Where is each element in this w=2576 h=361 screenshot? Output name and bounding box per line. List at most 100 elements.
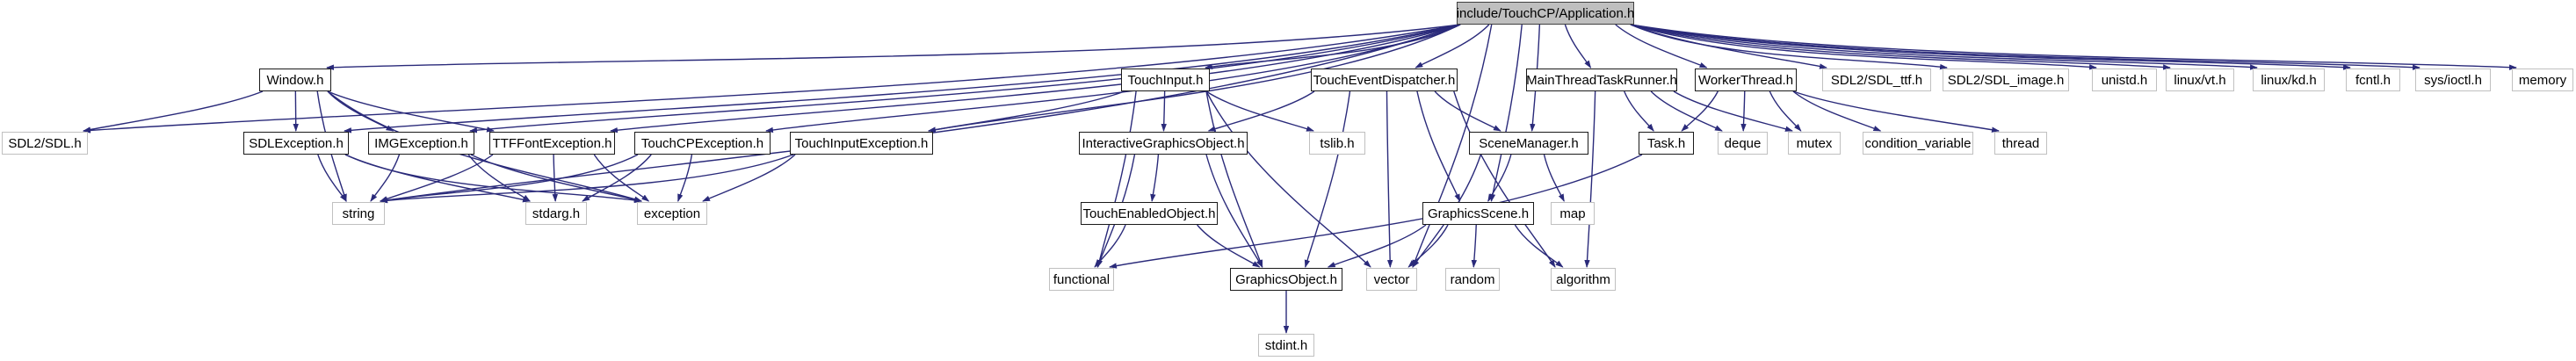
graph-edge-root-to-worker xyxy=(1615,24,1708,69)
graph-node-unistd[interactable]: unistd.h xyxy=(2092,69,2157,91)
graph-node-label: TouchCPException.h xyxy=(640,135,764,151)
graph-node-label: thread xyxy=(2001,135,2040,151)
graph-node-label: GraphicsScene.h xyxy=(1427,206,1530,221)
graph-edge-gscene-to-gobject xyxy=(1327,224,1427,268)
graph-edge-touchinput-to-igo xyxy=(1161,90,1167,132)
graph-edge-root-to-tinexc xyxy=(928,24,1461,133)
graph-node-label: GraphicsObject.h xyxy=(1235,271,1337,287)
graph-node-sdlexc[interactable]: SDLException.h xyxy=(243,132,349,155)
graph-edge-touchinput-to-gobject xyxy=(1205,90,1263,268)
graph-node-ted[interactable]: TouchEventDispatcher.h xyxy=(1311,69,1458,91)
graph-edge-window-to-string xyxy=(316,90,347,202)
graph-edge-sdlexc-to-string xyxy=(317,154,347,202)
graph-edge-mttr-to-algorithm xyxy=(1584,90,1596,268)
graph-node-fcntl[interactable]: fcntl.h xyxy=(2346,69,2400,91)
graph-node-label: SceneManager.h xyxy=(1479,135,1579,151)
graph-node-touchinput[interactable]: TouchInput.h xyxy=(1121,69,1210,91)
graph-node-tcpexc[interactable]: TouchCPException.h xyxy=(634,132,771,155)
graph-node-memory[interactable]: memory xyxy=(2512,69,2573,91)
graph-node-label: memory xyxy=(2518,72,2567,88)
graph-node-sdlttf[interactable]: SDL2/SDL_ttf.h xyxy=(1822,69,1931,91)
graph-node-window[interactable]: Window.h xyxy=(259,69,331,91)
graph-node-label: Task.h xyxy=(1646,135,1686,151)
graph-edge-root-to-ted xyxy=(1415,24,1490,69)
graph-edge-ttfexc-to-exception xyxy=(593,154,650,202)
graph-node-sysioctl[interactable]: sys/ioctl.h xyxy=(2415,69,2491,91)
graph-node-label: IMGException.h xyxy=(374,135,468,151)
graph-node-tinexc[interactable]: TouchInputException.h xyxy=(790,132,933,155)
graph-node-ttfexc[interactable]: TTFFontException.h xyxy=(489,132,615,155)
graph-node-worker[interactable]: WorkerThread.h xyxy=(1695,69,1797,91)
edge-group xyxy=(83,24,2517,334)
graph-edge-tcpexc-to-string xyxy=(380,154,639,203)
graph-node-sdl[interactable]: SDL2/SDL.h xyxy=(2,132,88,155)
graph-node-label: fcntl.h xyxy=(2355,72,2391,88)
graph-edge-root-to-sdl xyxy=(83,24,1461,134)
graph-edge-root-to-vector xyxy=(1412,24,1493,268)
graph-node-deque[interactable]: deque xyxy=(1718,132,1768,155)
graph-edge-root-to-sdlimage xyxy=(1630,24,1948,70)
graph-edge-root-to-unistd xyxy=(1630,24,2097,70)
graph-edge-root-to-ttfexc xyxy=(610,24,1461,134)
graph-edge-sdlexc-to-exception xyxy=(344,154,642,204)
graph-node-teo[interactable]: TouchEnabledObject.h xyxy=(1081,202,1218,225)
graph-node-label: mutex xyxy=(1796,135,1833,151)
graph-edge-igo-to-gobject xyxy=(1205,154,1263,268)
graph-node-stdarg[interactable]: stdarg.h xyxy=(525,202,587,225)
graph-node-condvar[interactable]: condition_variable xyxy=(1863,132,1973,155)
graph-node-label: TouchInputException.h xyxy=(794,135,929,151)
graph-edge-touchinput-to-vector xyxy=(1205,90,1371,268)
graph-node-linuxvt[interactable]: linux/vt.h xyxy=(2166,69,2234,91)
graph-node-imgexc[interactable]: IMGException.h xyxy=(368,132,474,155)
graph-node-label: TTFFontException.h xyxy=(492,135,612,151)
graph-edge-mttr-to-deque xyxy=(1650,90,1723,132)
graph-node-label: tslib.h xyxy=(1320,135,1355,151)
graph-node-sdlimage[interactable]: SDL2/SDL_image.h xyxy=(1943,69,2069,91)
graph-edge-gscene-to-vector xyxy=(1407,224,1449,268)
graph-node-linuxkd[interactable]: linux/kd.h xyxy=(2253,69,2325,91)
graph-node-functional[interactable]: functional xyxy=(1049,268,1114,291)
graph-node-scenemgr[interactable]: SceneManager.h xyxy=(1469,132,1588,155)
graph-node-igo[interactable]: InteractiveGraphicsObject.h xyxy=(1079,132,1248,155)
graph-node-thread[interactable]: thread xyxy=(1994,132,2047,155)
graph-edge-tinexc-to-string xyxy=(380,154,794,204)
graph-node-algorithm[interactable]: algorithm xyxy=(1551,268,1616,291)
graph-node-label: functional xyxy=(1053,271,1111,287)
graph-node-map[interactable]: map xyxy=(1551,202,1595,225)
graph-node-exception[interactable]: exception xyxy=(637,202,707,225)
graph-edge-root-to-window xyxy=(326,24,1461,70)
graph-edge-gscene-to-algorithm xyxy=(1514,224,1564,268)
graph-edge-root-to-linuxkd xyxy=(1630,24,2258,70)
graph-edge-ted-to-igo xyxy=(1207,90,1315,132)
graph-edge-root-to-sysioctl xyxy=(1630,24,2420,70)
graph-edge-imgexc-to-exception xyxy=(470,154,642,203)
graph-node-random[interactable]: random xyxy=(1445,268,1500,291)
graph-node-label: stdint.h xyxy=(1264,337,1308,353)
graph-edge-window-to-exception xyxy=(327,90,642,202)
graph-node-label: unistd.h xyxy=(2101,72,2148,88)
graph-edge-mttr-to-task xyxy=(1624,90,1654,132)
graph-node-label: algorithm xyxy=(1556,271,1610,287)
graph-node-vector[interactable]: vector xyxy=(1366,268,1417,291)
graph-node-mutex[interactable]: mutex xyxy=(1788,132,1841,155)
graph-node-stdint[interactable]: stdint.h xyxy=(1258,334,1314,357)
graph-node-gscene[interactable]: GraphicsScene.h xyxy=(1422,202,1534,225)
graph-edge-worker-to-task xyxy=(1681,90,1719,132)
graph-edge-worker-to-thread xyxy=(1792,90,2000,133)
graph-node-mttr[interactable]: MainThreadTaskRunner.h xyxy=(1526,69,1677,91)
graph-node-task[interactable]: Task.h xyxy=(1639,132,1694,155)
graph-edge-root-to-imgexc xyxy=(469,24,1461,134)
graph-node-label: SDL2/SDL_image.h xyxy=(1947,72,2065,88)
graph-node-gobject[interactable]: GraphicsObject.h xyxy=(1230,268,1342,291)
graph-node-root[interactable]: include/TouchCP/Application.h xyxy=(1457,2,1634,25)
graph-node-string[interactable]: string xyxy=(332,202,385,225)
graph-node-label: string xyxy=(342,206,375,221)
graph-node-label: map xyxy=(1559,206,1586,221)
graph-node-label: condition_variable xyxy=(1864,135,1972,151)
graph-edge-root-to-gscene xyxy=(1489,24,1523,202)
graph-node-tslib[interactable]: tslib.h xyxy=(1309,132,1365,155)
graph-node-label: SDLException.h xyxy=(249,135,344,151)
graph-edge-scenemgr-to-map xyxy=(1543,154,1565,202)
